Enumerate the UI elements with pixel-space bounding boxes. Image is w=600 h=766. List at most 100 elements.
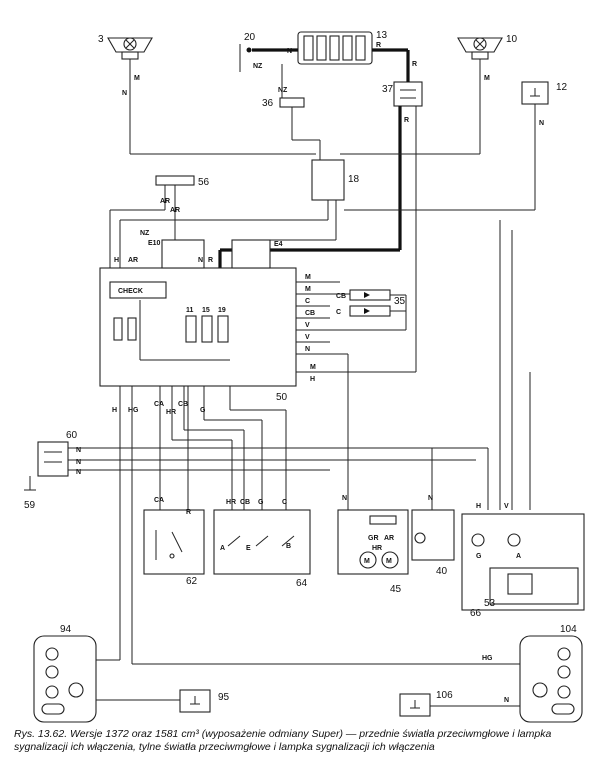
wire-m-6: N: [428, 495, 433, 502]
lamp-40: 40 N: [411, 495, 455, 577]
connector-36: 36: [262, 97, 305, 109]
label-35: 35: [394, 296, 406, 307]
caption-line-2: sygnalizacji ich włączenia, tylne światł…: [14, 741, 435, 753]
label-50: 50: [276, 392, 288, 403]
caption-line-1: Rys. 13.62. Wersje 1372 oraz 1581 cm³ (w…: [14, 728, 552, 740]
label-95: 95: [218, 692, 230, 703]
wire-top-9: N: [539, 120, 544, 127]
switch-letter-e: E: [246, 545, 251, 552]
wire-m-8: GR: [368, 535, 379, 542]
motor-45: M M GR AR HR 45 N: [337, 495, 409, 595]
wire-h-7: M: [310, 364, 316, 371]
wire-m-16: HG: [482, 655, 493, 662]
wire-top-3: NZ: [278, 87, 288, 94]
label-15: 15: [202, 307, 210, 314]
label-20: 20: [244, 32, 256, 43]
wire-h-16: CB: [336, 293, 346, 300]
wire-m-5: N: [342, 495, 347, 502]
relay-37: 37: [382, 81, 423, 107]
wire-m-11: H: [476, 503, 481, 510]
wire-m-0: CA: [154, 497, 164, 504]
label-18: 18: [348, 174, 360, 185]
wire-h-17: C: [336, 309, 341, 316]
wire-top-1: R: [376, 42, 381, 49]
ground-106: 106: [399, 690, 453, 717]
wire-m-4: C: [282, 499, 287, 506]
switch-letter-a: A: [220, 545, 225, 552]
junction-18: 18: [311, 159, 360, 201]
wire-h-15: R: [208, 257, 213, 264]
wire-top-6: N: [122, 90, 127, 97]
wire-b-8: N: [76, 469, 81, 476]
wire-h-1: M: [305, 286, 311, 293]
label-66: 66: [470, 608, 482, 619]
label-45: 45: [390, 584, 402, 595]
wire-b-3: HR: [166, 409, 176, 416]
wire-top-8: R: [404, 117, 409, 124]
wire-b-5: G: [200, 407, 206, 414]
fog-lamp-left: 3: [98, 34, 153, 60]
label-12: 12: [556, 82, 568, 93]
diagram-svg: 3 10 12 13 20 36 37 1: [24, 30, 585, 723]
wire-m-12: R: [186, 509, 191, 516]
wire-top-7: R: [412, 61, 417, 68]
rear-lamp-left: 94: [33, 624, 97, 723]
wire-m-9: AR: [384, 535, 394, 542]
wire-top-2: NZ: [253, 63, 263, 70]
label-53: 53: [484, 598, 496, 609]
fuse-box-13: 13: [297, 30, 388, 65]
wire-top-5: M: [484, 75, 490, 82]
wire-h-14: N: [198, 257, 203, 264]
label-64: 64: [296, 578, 308, 589]
wire-top-4: M: [134, 75, 140, 82]
indicator-35: 35 CB C: [330, 289, 407, 331]
wire-h-11: NZ: [140, 230, 150, 237]
wire-top-0: N: [287, 48, 292, 55]
figure-caption: Rys. 13.62. Wersje 1372 oraz 1581 cm³ (w…: [14, 728, 588, 754]
wire-h-12: H: [114, 257, 119, 264]
rear-lamp-right: 104 HG N: [482, 624, 583, 723]
wire-b-0: H: [112, 407, 117, 414]
wire-b-1: HG: [128, 407, 139, 414]
switch-64: A E B 64 HR CB G C: [213, 499, 311, 589]
connector-56: 56: [155, 175, 210, 188]
label-94: 94: [60, 624, 72, 635]
wire-h-9: AR: [160, 198, 170, 205]
wire-b-7: N: [76, 459, 81, 466]
wire-h-5: V: [305, 334, 310, 341]
node-20: 20: [239, 32, 298, 72]
wire-m-17: N: [504, 697, 509, 704]
label-E4: E4: [274, 241, 283, 248]
fog-lamp-right: 10: [457, 34, 518, 60]
top-wiring: N R NZ NZ M M N R R N: [109, 42, 544, 372]
lower-wiring: H HG CA HR CB G N N N: [60, 220, 531, 707]
wire-b-4: CB: [178, 401, 188, 408]
label-40: 40: [436, 566, 448, 577]
module-66: 66 53 H V A G: [461, 503, 585, 619]
wire-m-3: G: [258, 499, 264, 506]
motor-m-1: M: [364, 558, 370, 565]
wire-h-10: AR: [170, 207, 180, 214]
wire-h-8: H: [310, 376, 315, 383]
check-label: CHECK: [118, 288, 143, 295]
switch-letter-b: B: [286, 543, 291, 550]
wire-h-3: CB: [305, 310, 315, 317]
wire-m-1: HR: [226, 499, 236, 506]
label-13: 13: [376, 30, 388, 41]
connector-60: 60 59: [24, 430, 78, 511]
motor-m-2: M: [386, 558, 392, 565]
wire-b-6: N: [76, 447, 81, 454]
wire-m-2: CB: [240, 499, 250, 506]
switch-62: 62 CA R: [143, 497, 205, 587]
label-59: 59: [24, 500, 36, 511]
label-37: 37: [382, 84, 394, 95]
wire-h-6: N: [305, 346, 310, 353]
wire-h-13: AR: [128, 257, 138, 264]
label-10: 10: [506, 34, 518, 45]
wire-m-10: HR: [372, 545, 382, 552]
ground-12: 12: [521, 81, 568, 105]
label-60: 60: [66, 430, 78, 441]
wire-h-2: C: [305, 298, 310, 305]
dashboard-module-50: CHECK E10 E4 11 15 19 50 M M C CB V V N …: [99, 198, 416, 403]
